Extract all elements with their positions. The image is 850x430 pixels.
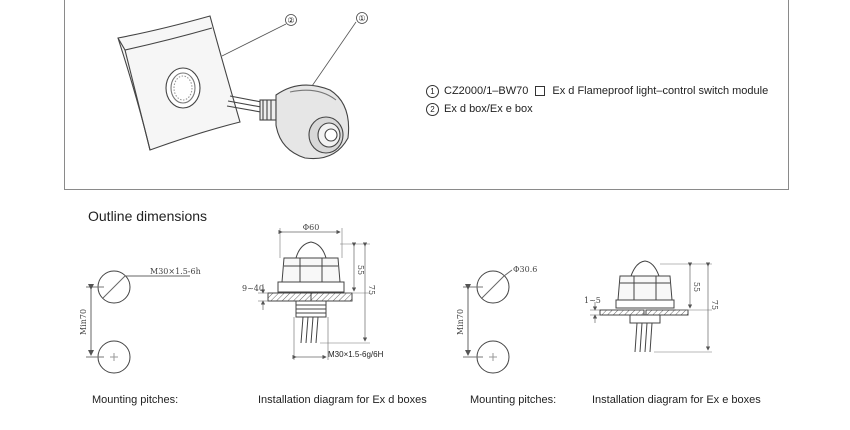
checkbox-square-icon [535, 86, 546, 96]
callout-1-circle [356, 12, 368, 24]
installation-diagram-ex-d [258, 228, 370, 360]
legend-item-2-text: Ex d box/Ex e box [444, 103, 533, 115]
callout-1-label: ① [358, 14, 365, 23]
mounting-pitch-diagram-ex-e [463, 269, 513, 374]
diagram2-wall-label: 9~40 [242, 284, 264, 293]
component-legend: 1 CZ2000/1–BW70 Ex d Flameproof light–co… [426, 82, 768, 118]
caption-installation-ex-e: Installation diagram for Ex e boxes [592, 394, 761, 406]
diagram1-thread-label: M30×1.5-6h [150, 267, 201, 276]
diagram4-wall-label: 1~5 [584, 296, 601, 305]
callout-2-circle [285, 14, 297, 26]
caption-installation-ex-d: Installation diagram for Ex d boxes [258, 394, 427, 406]
callout-leader-1 [311, 21, 357, 87]
legend-item-2: 2 Ex d box/Ex e box [426, 100, 768, 118]
product-illustration-frame [64, 0, 789, 190]
installation-diagram-ex-e [590, 260, 712, 353]
diagram2-height1-label: 55 [356, 265, 365, 275]
section-title: Outline dimensions [88, 208, 208, 224]
legend-item-1-description: Ex d Flameproof light–control switch mod… [552, 85, 769, 97]
legend-item-1-model: CZ2000/1–BW70 [444, 85, 529, 97]
callout-leader-2 [221, 23, 287, 57]
caption-mounting-pitches-ex-e: Mounting pitches: [470, 394, 557, 406]
diagram3-pitch-label: Min70 [456, 309, 465, 335]
diagram2-thread-label: M30×1.5-6g/6H [328, 350, 384, 359]
ex-box-illustration [117, 15, 241, 151]
diagram3-diameter-label: Φ30.6 [513, 265, 537, 274]
caption-mounting-pitches-ex-d: Mounting pitches: [92, 394, 179, 406]
legend-number-2: 2 [426, 102, 439, 116]
diagram4-height2-label: 75 [710, 300, 719, 310]
switch-module-illustration [226, 84, 350, 160]
mounting-pitch-diagram-ex-d [86, 270, 190, 374]
diagram4-height1-label: 55 [692, 282, 701, 292]
diagram1-pitch-label: Min70 [79, 309, 88, 335]
legend-item-1: 1 CZ2000/1–BW70 Ex d Flameproof light–co… [426, 82, 768, 100]
legend-number-1: 1 [426, 84, 439, 98]
diagram2-diameter-label: Φ60 [303, 223, 320, 232]
callout-2-label: ② [287, 16, 294, 25]
diagram2-height2-label: 75 [367, 285, 376, 295]
